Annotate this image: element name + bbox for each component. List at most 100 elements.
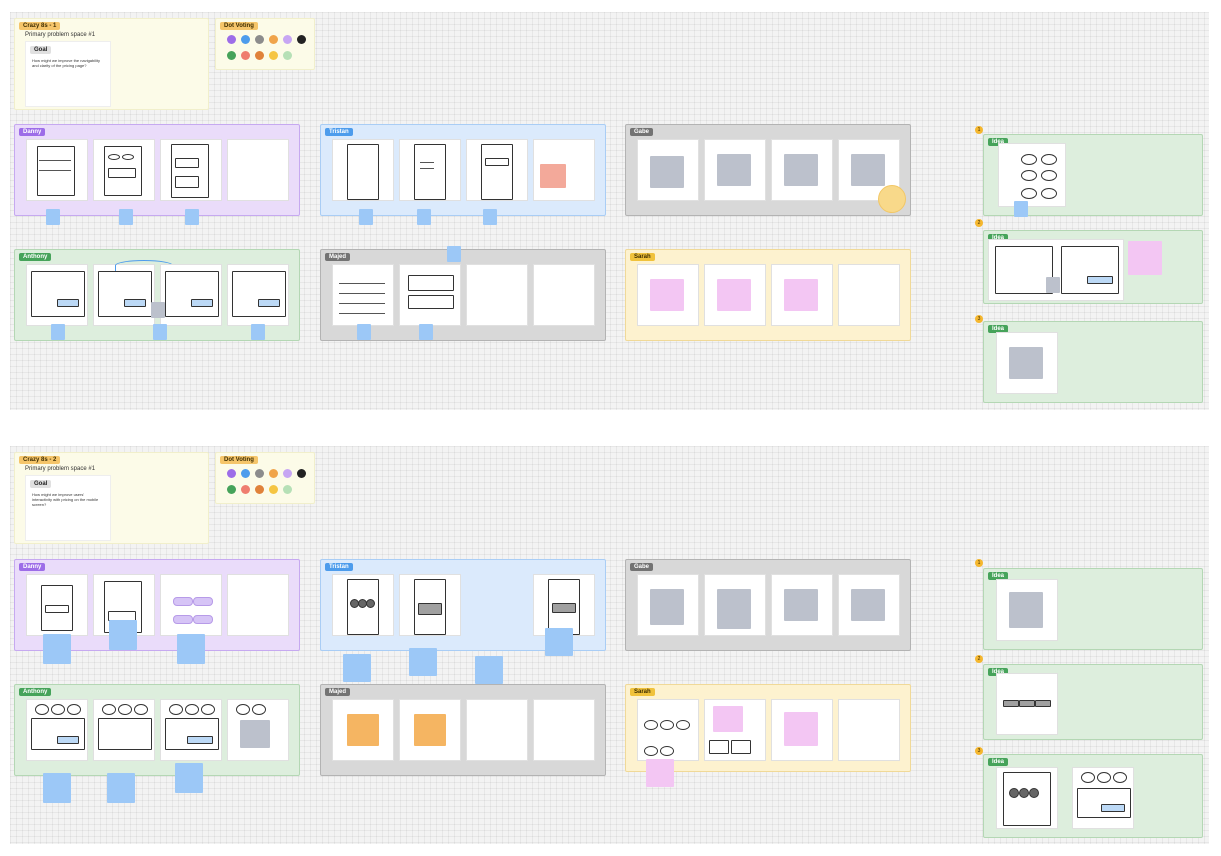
section-gabe[interactable]: Gabe [625,124,911,216]
sketch-card[interactable] [160,699,222,761]
comment-note[interactable] [475,656,503,684]
vote-dot[interactable] [297,35,306,44]
comment-note[interactable] [545,628,573,656]
sketch-card[interactable] [637,699,699,761]
idea-frame[interactable]: Idea [983,230,1203,304]
sketch-card[interactable] [637,574,699,636]
comment-note[interactable] [483,209,497,225]
sticky-note[interactable] [347,714,379,746]
sketch-card[interactable] [771,264,833,326]
vote-dot[interactable] [255,469,264,478]
sketch-card[interactable] [637,264,699,326]
vote-dot[interactable] [269,51,278,60]
sketch-card[interactable] [399,699,461,761]
vote-dot[interactable] [227,469,236,478]
sketch-card[interactable] [160,264,222,326]
comment-note[interactable] [43,773,71,803]
sketch-card[interactable] [26,264,88,326]
sticky-note[interactable] [784,154,818,186]
sketch-card[interactable] [160,139,222,201]
idea-frame[interactable]: Idea [983,321,1203,403]
dot-voting-frame[interactable]: Dot Voting [215,452,315,504]
sketch-card[interactable] [533,699,595,761]
sketch-card[interactable] [332,574,394,636]
idea-frame[interactable]: Idea [983,754,1203,838]
idea-card[interactable] [996,332,1058,394]
sketch-card[interactable] [93,264,155,326]
sticky-note[interactable] [851,589,885,621]
sticky-note[interactable] [240,720,270,748]
sketch-card[interactable] [93,139,155,201]
sketch-card[interactable] [466,264,528,326]
comment-note[interactable] [119,209,133,225]
comment-note[interactable] [417,209,431,225]
sketch-card[interactable] [704,139,766,201]
sketch-card[interactable] [227,264,289,326]
section-tristan[interactable]: Tristan [320,559,606,684]
sketch-card[interactable] [533,574,595,636]
comment-note[interactable] [359,209,373,225]
idea-frame[interactable]: Idea [983,568,1203,650]
sketch-card[interactable] [466,139,528,201]
section-danny[interactable]: Danny [14,124,300,225]
sketch-card[interactable] [399,264,461,326]
vote-dot[interactable] [283,35,292,44]
vote-dot[interactable] [255,485,264,494]
sticky-note[interactable] [717,154,751,186]
idea-card[interactable] [998,143,1066,207]
sticky-note[interactable] [540,164,566,188]
section-majed[interactable]: Majed [320,246,606,341]
sticky-note[interactable] [414,714,446,746]
sketch-card[interactable] [26,699,88,761]
section-danny[interactable]: Danny [14,559,300,664]
sticky-note[interactable] [650,589,684,625]
sketch-card[interactable] [771,699,833,761]
vote-dot[interactable] [269,485,278,494]
sticky-note[interactable] [713,706,743,732]
sticky-note[interactable] [784,279,818,311]
sketch-card[interactable] [332,699,394,761]
comment-note[interactable] [447,246,461,262]
problem-space-frame[interactable]: Crazy 8s - 2 Primary problem space #1 Go… [14,452,209,544]
comment-note[interactable] [51,324,65,340]
sticky-note[interactable] [1009,592,1043,628]
section-tristan[interactable]: Tristan [320,124,606,225]
vote-dot[interactable] [241,35,250,44]
vote-dot[interactable] [269,35,278,44]
crazy-8s-board-1[interactable]: Crazy 8s - 1 Primary problem space #1 Go… [10,12,1209,410]
comment-note[interactable] [1046,277,1060,293]
sketch-card[interactable] [227,139,289,201]
comment-note[interactable] [343,654,371,682]
comment-note[interactable] [109,620,137,650]
crazy-8s-board-2[interactable]: Crazy 8s - 2 Primary problem space #1 Go… [10,446,1209,844]
sticky-note[interactable] [1128,241,1162,275]
idea-frame[interactable]: Idea [983,134,1203,217]
comment-note[interactable] [153,324,167,340]
sticky-note[interactable] [851,154,885,186]
sketch-card[interactable] [93,699,155,761]
round-comment-note[interactable] [878,185,906,213]
comment-note[interactable] [43,634,71,664]
sketch-card[interactable] [399,574,461,636]
section-majed[interactable]: Majed [320,684,606,776]
dot-voting-frame[interactable]: Dot Voting [215,18,315,70]
vote-dot[interactable] [255,35,264,44]
vote-dot[interactable] [227,51,236,60]
vote-dot[interactable] [241,469,250,478]
goal-card[interactable]: Goal How might we improve users' interac… [25,475,111,541]
sketch-card[interactable] [332,139,394,201]
idea-card[interactable] [996,579,1058,641]
idea-card[interactable] [996,673,1058,735]
problem-space-frame[interactable]: Crazy 8s - 1 Primary problem space #1 Go… [14,18,209,110]
sketch-card[interactable] [771,574,833,636]
sketch-card[interactable] [227,574,289,636]
sketch-card[interactable] [533,264,595,326]
sketch-card[interactable] [771,139,833,201]
sticky-note[interactable] [650,156,684,188]
sticky-note[interactable] [784,712,818,746]
sketch-card[interactable] [466,699,528,761]
section-sarah[interactable]: Sarah [625,684,911,787]
sketch-card[interactable] [838,264,900,326]
section-sarah[interactable]: Sarah [625,249,911,341]
vote-dot[interactable] [227,485,236,494]
